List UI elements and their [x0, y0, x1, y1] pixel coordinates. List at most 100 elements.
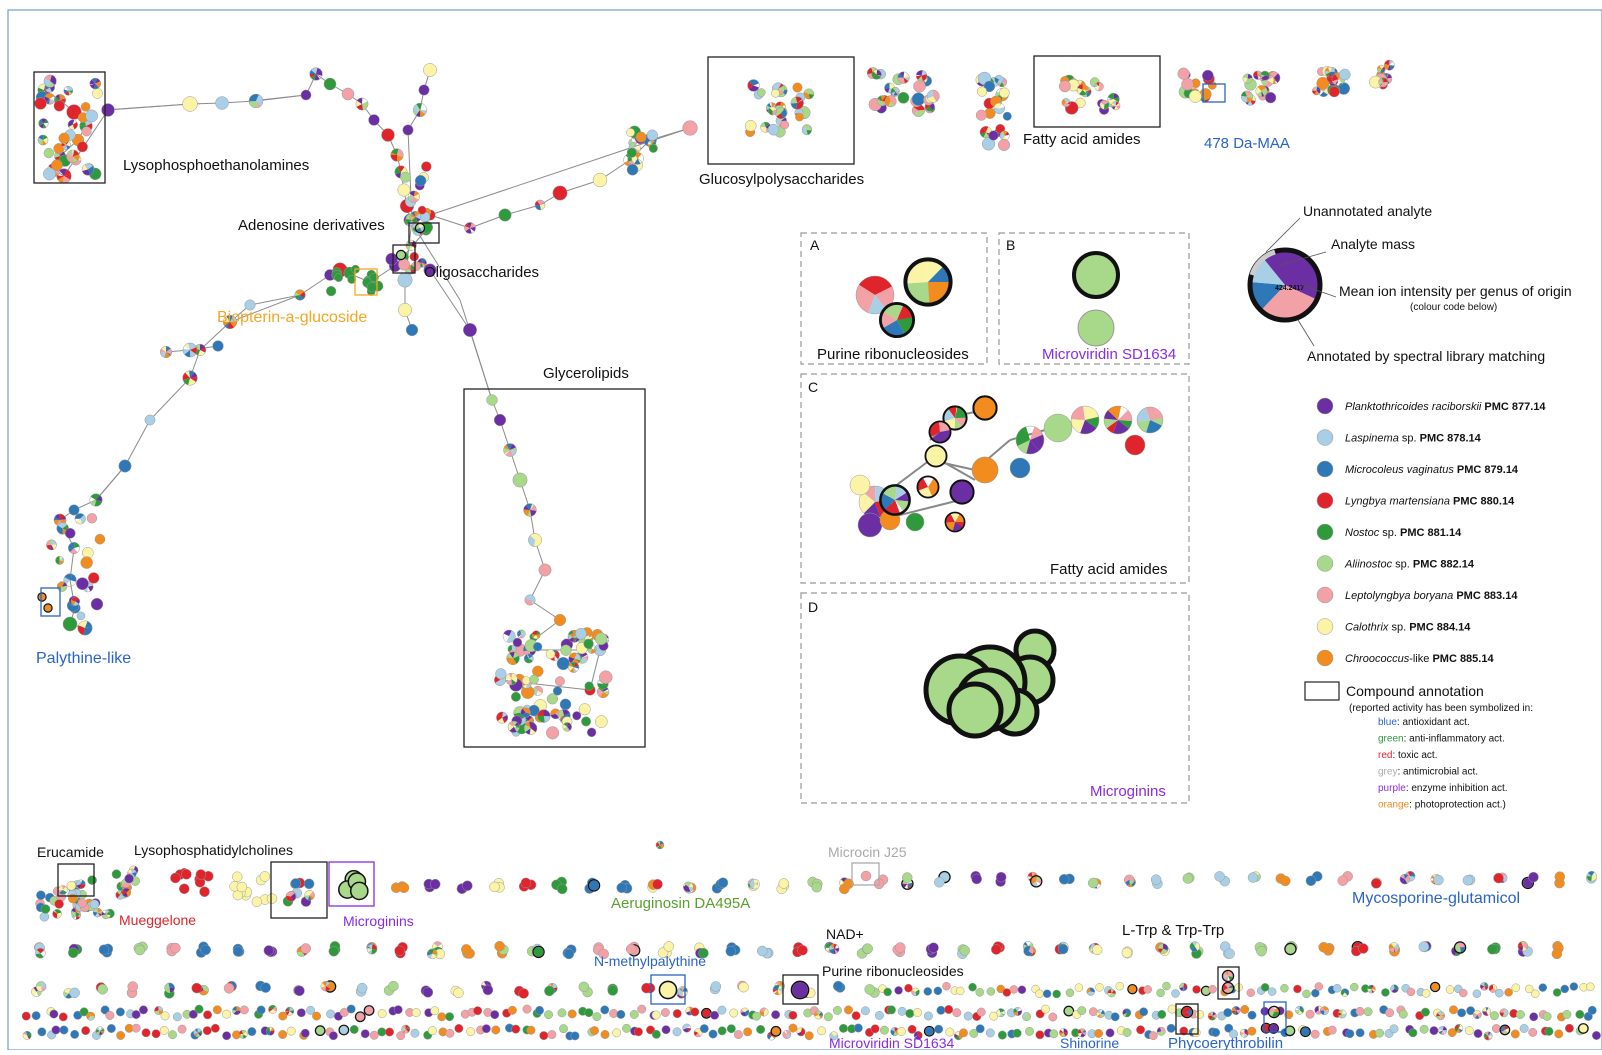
network-node	[717, 1026, 727, 1036]
network-node	[232, 1006, 242, 1016]
activity-legend: blue: antioxidant act.green: anti-inflam…	[1378, 717, 1508, 811]
network-node	[633, 1027, 643, 1037]
legend-genus-pla: Planktothricoides raciborskii PMC 877.14	[1345, 401, 1546, 413]
network-node	[154, 1006, 164, 1015]
network-node	[1240, 1005, 1250, 1014]
network-node	[1487, 943, 1498, 955]
network-node	[402, 124, 414, 136]
network-node	[66, 104, 82, 120]
network-node	[278, 1030, 288, 1039]
label-adenosine-derivatives: Adenosine derivatives	[238, 217, 385, 234]
network-node	[1327, 1025, 1337, 1035]
network-node	[511, 1024, 521, 1034]
network-node	[1488, 984, 1498, 993]
network-node	[584, 1008, 594, 1018]
network-node	[928, 420, 952, 444]
legend-swatch-las	[1316, 429, 1334, 446]
legend-genus-nos: Nostoc sp. PMC 881.14	[1345, 527, 1462, 539]
network-node	[778, 878, 789, 889]
network-node	[592, 172, 608, 188]
network-node	[491, 1025, 501, 1035]
network-node	[68, 542, 80, 554]
network-node	[971, 456, 999, 484]
network-node	[1357, 943, 1369, 954]
network-node	[562, 722, 572, 732]
network-node	[354, 1011, 366, 1023]
network-node	[1499, 1024, 1511, 1036]
network-node	[159, 1025, 169, 1035]
network-node	[124, 873, 134, 884]
network-node	[795, 112, 804, 122]
network-node	[426, 948, 438, 960]
network-node	[871, 69, 882, 80]
network-node	[1564, 1023, 1574, 1033]
network-node	[1438, 1025, 1448, 1035]
network-node	[247, 1027, 257, 1037]
network-node	[710, 1010, 720, 1020]
network-node	[648, 143, 658, 153]
network-node	[757, 945, 768, 957]
network-node	[523, 653, 534, 664]
label-lysophosphoethanolamines: Lysophosphoethanolamines	[123, 157, 309, 174]
network-node	[772, 984, 784, 996]
network-node	[923, 987, 933, 996]
legend-unannotated: Unannotated analyte	[1303, 203, 1432, 219]
box-glycerolipids	[463, 388, 646, 748]
network-node	[236, 881, 248, 893]
network-nodes	[21, 59, 1601, 1041]
network-node	[622, 1023, 631, 1033]
network-node	[952, 1008, 962, 1018]
network-node	[552, 185, 568, 201]
network-node	[43, 603, 53, 613]
network-node	[557, 1008, 567, 1018]
network-node	[46, 539, 57, 551]
network-node	[851, 1011, 861, 1021]
network-node	[655, 840, 665, 850]
label-erucamide: Erucamide	[37, 844, 104, 860]
activity-green: green: anti-inflammatory act.	[1378, 734, 1505, 745]
network-node	[179, 883, 190, 895]
network-node	[911, 92, 926, 106]
network-node	[401, 1024, 411, 1034]
network-node	[127, 981, 138, 992]
network-node	[463, 323, 477, 337]
network-node	[144, 414, 156, 426]
network-node	[512, 637, 523, 648]
network-node	[1246, 988, 1256, 997]
network-node	[926, 89, 940, 103]
network-node	[652, 879, 663, 890]
legend-swatch-lep	[1316, 586, 1334, 604]
legend-genus-mic: Microcoleus vaginatus PMC 879.14	[1345, 464, 1519, 476]
network-node	[677, 986, 688, 997]
network-node	[43, 167, 56, 181]
network-node	[326, 285, 337, 297]
network-node	[1260, 70, 1270, 81]
network-node	[286, 1026, 296, 1036]
network-node	[53, 100, 65, 112]
network-node	[417, 205, 427, 215]
label-glucosylpolysaccharides: Glucosylpolysaccharides	[699, 171, 864, 188]
network-node	[1002, 988, 1012, 997]
network-node	[1529, 1012, 1539, 1022]
network-node	[1139, 1007, 1149, 1017]
network-node	[1022, 1012, 1032, 1022]
network-node	[397, 272, 413, 288]
network-node	[568, 661, 580, 673]
network-node	[568, 633, 577, 643]
network-node	[1207, 1011, 1217, 1021]
network-node	[199, 886, 210, 897]
network-node	[76, 879, 86, 890]
network-node	[886, 1005, 896, 1015]
network-node	[883, 987, 892, 997]
network-node	[968, 982, 977, 992]
network-node	[1013, 1007, 1023, 1016]
network-node	[106, 1024, 116, 1033]
network-node	[759, 1007, 769, 1017]
network-node	[814, 1010, 824, 1020]
network-node	[991, 944, 1002, 955]
network-node	[1517, 940, 1529, 952]
network-node	[1472, 1010, 1482, 1020]
network-node	[1542, 1011, 1552, 1021]
network-node	[971, 873, 982, 885]
network-node	[1156, 988, 1165, 998]
